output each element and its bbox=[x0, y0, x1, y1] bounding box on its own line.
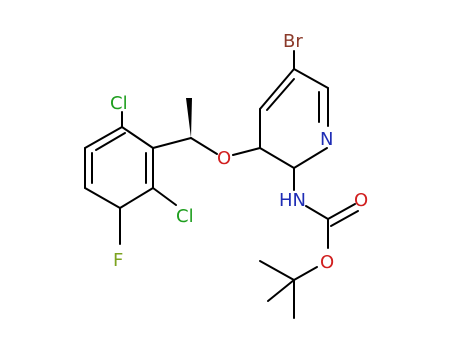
bond bbox=[119, 187, 154, 209]
bond bbox=[330, 210, 359, 227]
bond bbox=[259, 147, 295, 169]
bond bbox=[84, 187, 121, 209]
bond bbox=[95, 132, 126, 151]
atom-labels: Br N O HN O O Cl Cl F bbox=[110, 31, 368, 273]
chlorine-middle-label: Cl bbox=[176, 206, 194, 227]
chlorine-top-label: Cl bbox=[110, 93, 128, 114]
bond bbox=[259, 68, 295, 110]
amine-nh-label: HN bbox=[279, 190, 306, 211]
bonds bbox=[84, 50, 359, 319]
bond bbox=[152, 137, 192, 149]
bond bbox=[84, 126, 123, 149]
bond bbox=[293, 266, 318, 281]
pyridine-nitrogen-label: N bbox=[320, 129, 333, 150]
bond bbox=[259, 260, 295, 281]
ester-oxygen-label: O bbox=[320, 252, 334, 273]
bond bbox=[121, 126, 154, 149]
fluorine-label: F bbox=[113, 250, 123, 271]
bond bbox=[232, 147, 261, 156]
bond bbox=[305, 205, 329, 220]
bond bbox=[152, 187, 177, 206]
ether-oxygen-label: O bbox=[217, 148, 231, 169]
bond bbox=[266, 78, 295, 111]
bond bbox=[190, 137, 218, 155]
bond bbox=[293, 147, 328, 169]
bond bbox=[327, 203, 356, 220]
carbonyl-oxygen-label: O bbox=[354, 190, 368, 211]
bond bbox=[293, 68, 329, 89]
stereo-wedge bbox=[186, 98, 192, 138]
bromine-atom-label: Br bbox=[283, 31, 303, 52]
bond bbox=[267, 279, 295, 302]
